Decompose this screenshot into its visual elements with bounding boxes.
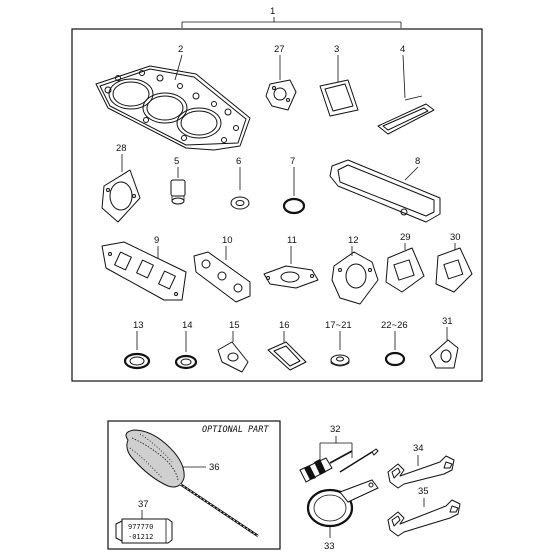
gasket-4: 4 <box>377 44 435 135</box>
washer-17-21: 17~21 <box>325 320 352 367</box>
tool-set-32: 32 <box>299 424 379 483</box>
head-gasket: 2 <box>95 44 251 151</box>
part-label-4: 4 <box>400 44 405 55</box>
part-label-29: 29 <box>400 232 411 243</box>
o-ring-22-26: 22~26 <box>381 320 408 367</box>
part-label-10: 10 <box>222 235 233 246</box>
optional-part-frame <box>107 420 281 550</box>
gasket-31: 31 <box>429 316 459 369</box>
seal-ring-13: 13 <box>123 320 151 370</box>
part-label-9: 9 <box>154 235 159 246</box>
part-label-15: 15 <box>229 320 240 331</box>
optional-part-title: OPTIONAL PART <box>202 425 269 435</box>
part-label-32: 32 <box>330 424 341 435</box>
part-label-5: 5 <box>174 156 179 167</box>
gasket-8: 8 <box>329 156 441 223</box>
seal-6: 6 <box>230 156 250 210</box>
gasket-12: 12 <box>331 235 379 305</box>
part-label-12: 12 <box>348 235 359 246</box>
sealant-tube-37: 37 977770 -01212 <box>115 499 173 544</box>
kit-number-label: 1 <box>270 6 275 17</box>
part-label-7: 7 <box>290 156 295 167</box>
part-label-28: 28 <box>116 143 127 154</box>
part-label-22-26: 22~26 <box>381 320 408 331</box>
gasket-10: 10 <box>193 235 251 303</box>
gasket-9: 9 <box>101 235 187 301</box>
part-label-14: 14 <box>182 320 193 331</box>
part-label-35: 35 <box>418 486 429 497</box>
gasket-11: 11 <box>263 235 319 289</box>
hone-brush-36: 36 <box>125 429 259 537</box>
part-label-31: 31 <box>442 316 453 327</box>
part-label-37: 37 <box>138 499 149 510</box>
part-label-8: 8 <box>415 156 420 167</box>
gasket-3: 3 <box>319 44 359 117</box>
gasket-29: 29 <box>385 232 425 293</box>
part-label-36: 36 <box>209 462 220 473</box>
part-label-33: 33 <box>324 541 335 552</box>
part-label-27: 27 <box>274 44 285 55</box>
part-label-30: 30 <box>450 232 461 243</box>
gasket-16: 16 <box>267 320 307 371</box>
part-label-11: 11 <box>287 235 297 246</box>
part-label-34: 34 <box>413 443 424 454</box>
gasket-30: 30 <box>435 232 473 293</box>
tube-code-line-1: 977770 <box>128 523 153 531</box>
kit-frame <box>71 28 483 382</box>
gasket-kit-group: 1 <box>71 6 483 382</box>
part-label-6: 6 <box>236 156 241 167</box>
wrench-35: 35 <box>387 486 461 537</box>
spanner-33: 33 <box>306 479 379 552</box>
valve-stem-seal-5: 5 <box>170 156 186 205</box>
part-label-13: 13 <box>133 320 144 331</box>
tube-code-line-2: -01212 <box>128 533 153 541</box>
part-label-16: 16 <box>279 320 290 331</box>
o-ring-7: 7 <box>282 156 306 215</box>
part-label-2: 2 <box>178 44 183 55</box>
part-label-17-21: 17~21 <box>325 320 352 331</box>
optional-part-group: OPTIONAL PART 36 37 977770 -01212 <box>107 420 281 550</box>
wrench-34: 34 <box>387 443 455 489</box>
part-label-3: 3 <box>334 44 339 55</box>
gasket-28: 28 <box>101 143 141 223</box>
gasket-15: 15 <box>217 320 249 373</box>
seal-ring-14: 14 <box>174 320 198 370</box>
gasket-27: 27 <box>265 44 297 111</box>
